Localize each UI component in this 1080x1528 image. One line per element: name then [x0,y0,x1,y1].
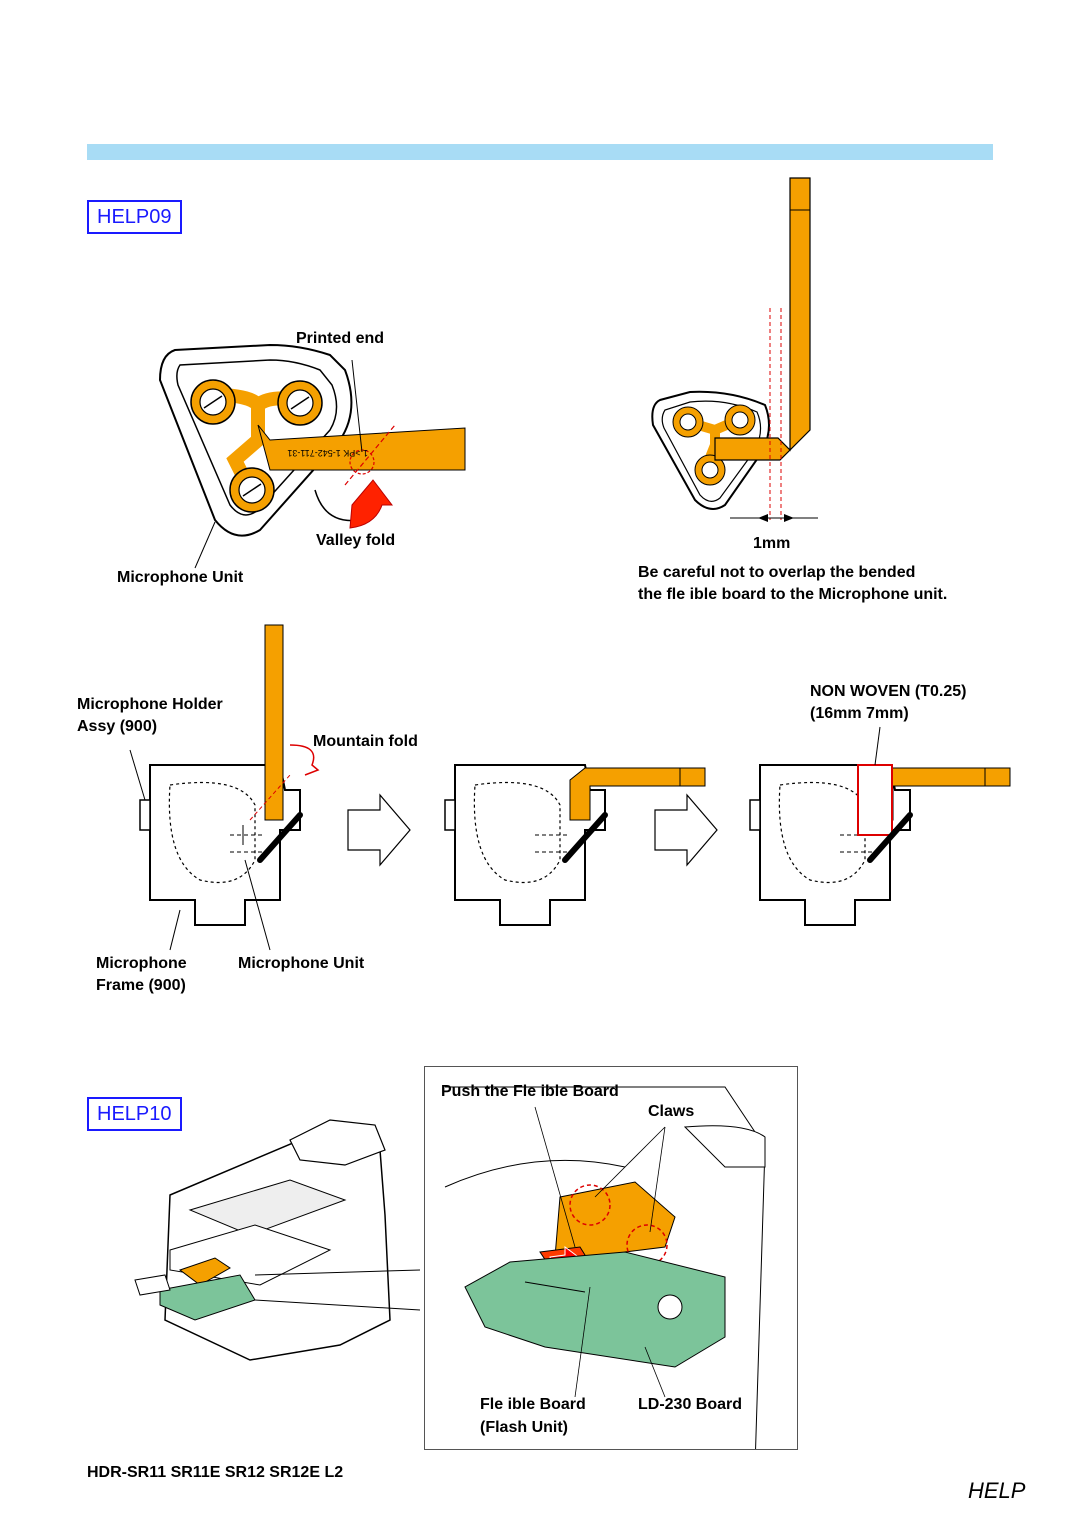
arrow-right-1 [347,793,411,867]
footer-help: HELP [968,1478,1026,1503]
frame-label-line1: Microphone [96,955,187,972]
holder-assembly-2 [444,764,706,926]
push-flex-label: Push the Fle ible Board [441,1083,619,1100]
flex-print-text: 1 >PK 1-542-711-31 [287,448,368,458]
help10-inset [424,1066,798,1450]
flash-unit-label: (Flash Unit) [480,1419,568,1436]
microphone-unit-label-2: Microphone Unit [238,955,365,972]
nonwoven-line1: NON WOVEN (T0.25) [810,683,967,700]
arrow-right-2 [654,793,718,867]
microphone-unit-top-right [651,177,818,522]
holder-label-line1: Microphone Holder [77,696,223,713]
claws-label: Claws [648,1103,695,1120]
valley-fold-label: Valley fold [316,532,396,549]
frame-label-line2: Frame (900) [96,977,186,994]
warning-line2: the fle ible board to the Microphone uni… [638,586,948,603]
mountain-fold-label: Mountain fold [313,733,418,750]
nonwoven-line2: (16mm 7mm) [810,705,909,722]
microphone-unit-top-left [158,343,466,569]
footer-model: HDR-SR11 SR11E SR12 SR12E L2 [87,1464,344,1481]
printed-end-label: Printed end [296,330,385,347]
holder-assembly-1 [129,624,320,951]
help09-label: HELP09 [87,200,182,234]
holder-assembly-3 [749,726,1011,926]
ld-board-label: LD-230 Board [638,1396,743,1413]
section-header-band [87,144,993,160]
inset-diagram [444,1086,766,1449]
holder-label-line2: Assy (900) [77,718,158,735]
help10-label: HELP10 [87,1097,182,1131]
one-mm-label: 1mm [753,535,791,552]
camera-body-drawing [134,1119,421,1361]
warning-line1: Be careful not to overlap the bended [638,564,916,581]
microphone-unit-label: Microphone Unit [117,569,244,586]
flex-board-label: Fle ible Board [480,1396,586,1413]
